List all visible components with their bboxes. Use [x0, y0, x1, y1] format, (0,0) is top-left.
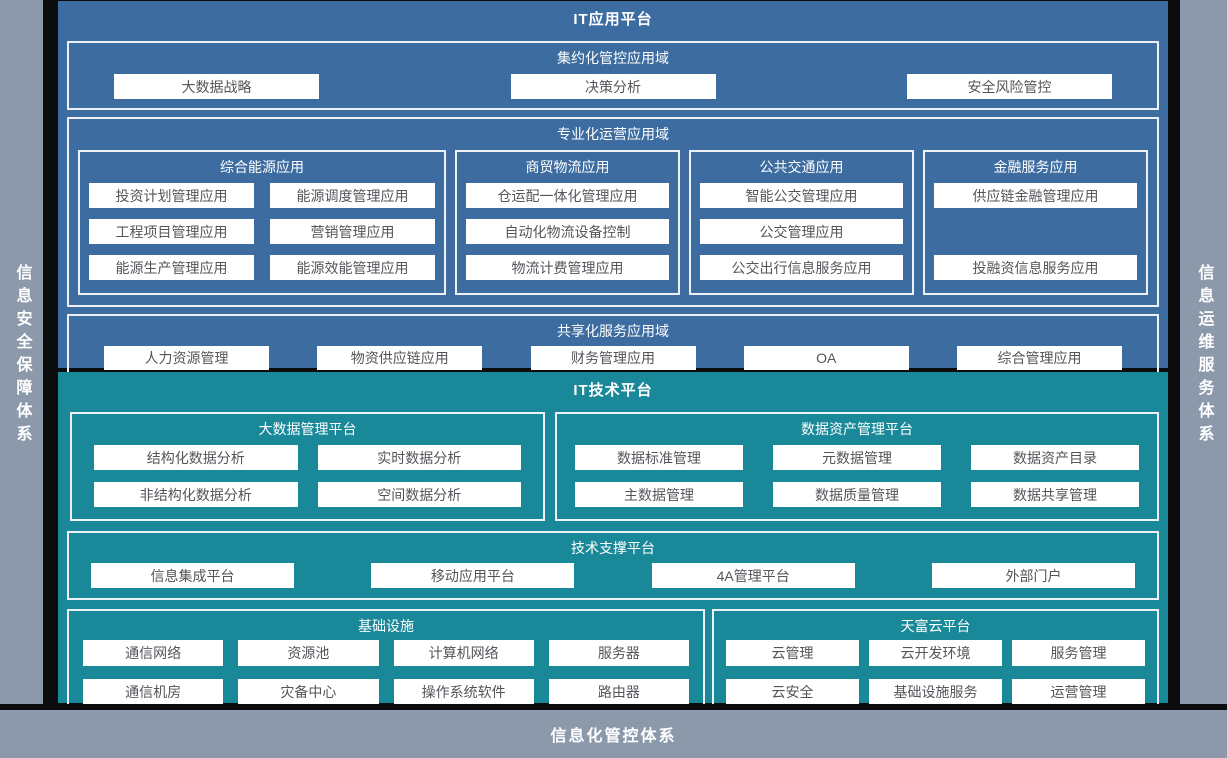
- diagram-node: 公交出行信息服务应用: [700, 255, 903, 280]
- diagram-node: 投资计划管理应用: [89, 183, 254, 208]
- group-public-transport-nodes: 智能公交管理应用 公交管理应用 公交出行信息服务应用: [700, 183, 903, 280]
- diagram-node: 工程项目管理应用: [89, 219, 254, 244]
- diagram-node: 能源调度管理应用: [270, 183, 435, 208]
- group-public-transport: 公共交通应用 智能公交管理应用 公交管理应用 公交出行信息服务应用: [689, 150, 914, 295]
- bigdata-management-platform-title: 大数据管理平台: [258, 421, 357, 437]
- diagram-node: 资源池: [238, 640, 379, 666]
- diagram-node: 人力资源管理: [104, 346, 269, 370]
- diagram-node: 财务管理应用: [530, 346, 696, 370]
- diagram-node: 物资供应链应用: [317, 346, 483, 370]
- diagram-node: 计算机网络: [393, 640, 534, 666]
- diagram-node: 自动化物流设备控制: [466, 219, 669, 244]
- diagram-node: 主数据管理: [575, 482, 743, 507]
- specialized-operation-domain: 专业化运营应用域 综合能源应用 投资计划管理应用 能源调度管理应用 工程项目管理…: [67, 117, 1159, 307]
- diagram-node: OA: [743, 346, 909, 370]
- shared-service-nodes: 人力资源管理 物资供应链应用 财务管理应用 OA 综合管理应用: [69, 345, 1157, 370]
- security-system-rail: 信息安全保障体系: [0, 0, 43, 758]
- diagram-node: 投融资信息服务应用: [934, 255, 1137, 280]
- security-system-label: 信息安全保障体系: [13, 264, 31, 448]
- group-trade-logistics: 商贸物流应用 仓运配一体化管理应用 自动化物流设备控制 物流计费管理应用: [455, 150, 680, 295]
- diagram-node: 信息集成平台: [91, 563, 294, 588]
- diagram-node: 云安全: [726, 679, 859, 705]
- diagram-node: 元数据管理: [773, 445, 941, 470]
- data-asset-management-nodes: 数据标准管理 元数据管理 数据资产目录 主数据管理 数据质量管理 数据共享管理: [575, 445, 1139, 507]
- infrastructure-row: 基础设施 通信网络 资源池 计算机网络 服务器 通信机房 灾备中心 操作系统软件…: [67, 609, 1159, 719]
- technical-support-nodes: 信息集成平台 移动应用平台 4A管理平台 外部门户: [69, 562, 1157, 588]
- it-technology-platform-panel: IT技术平台 大数据管理平台 结构化数据分析 实时数据分析 非结构化数据分析 空…: [58, 372, 1168, 719]
- empty-slot: [934, 219, 1137, 244]
- governance-system-label: 信息化管控体系: [550, 728, 677, 745]
- group-integrated-energy: 综合能源应用 投资计划管理应用 能源调度管理应用 工程项目管理应用 营销管理应用…: [78, 150, 446, 295]
- diagram-node: 服务管理: [1012, 640, 1145, 666]
- tianfu-cloud-platform-title: 天富云平台: [900, 618, 971, 634]
- diagram-node: 智能公交管理应用: [700, 183, 903, 208]
- centralized-control-domain: 集约化管控应用域 大数据战略 决策分析 安全风险管控: [67, 41, 1159, 110]
- shared-service-domain: 共享化服务应用域 人力资源管理 物资供应链应用 财务管理应用 OA 综合管理应用: [67, 314, 1159, 383]
- diagram-node: 仓运配一体化管理应用: [466, 183, 669, 208]
- diagram-node: 数据共享管理: [971, 482, 1139, 507]
- diagram-node: 供应链金融管理应用: [934, 183, 1137, 208]
- diagram-node: 云开发环境: [869, 640, 1002, 666]
- operation-service-label: 信息运维服务体系: [1195, 264, 1213, 448]
- it-application-platform-panel: IT应用平台 集约化管控应用域 大数据战略 决策分析 安全风险管控 专业化运营应…: [58, 1, 1168, 383]
- diagram-node: 结构化数据分析: [94, 445, 298, 470]
- diagram-node: 移动应用平台: [371, 563, 575, 588]
- diagram-node: 路由器: [548, 679, 689, 705]
- group-financial-service: 金融服务应用 供应链金融管理应用 投融资信息服务应用: [923, 150, 1148, 295]
- group-financial-service-nodes: 供应链金融管理应用 投融资信息服务应用: [934, 183, 1137, 280]
- data-asset-management-platform: 数据资产管理平台 数据标准管理 元数据管理 数据资产目录 主数据管理 数据质量管…: [555, 412, 1159, 521]
- diagram-node: 公交管理应用: [700, 219, 903, 244]
- infrastructure-title: 基础设施: [358, 618, 414, 634]
- operation-service-rail: 信息运维服务体系: [1180, 0, 1227, 758]
- diagram-node: 大数据战略: [114, 74, 319, 99]
- diagram-node: 能源生产管理应用: [89, 255, 254, 280]
- diagram-node: 通信机房: [83, 679, 224, 705]
- diagram-node: 运营管理: [1012, 679, 1145, 705]
- diagram-node: 4A管理平台: [651, 563, 855, 588]
- tianfu-cloud-nodes: 云管理 云开发环境 服务管理 云安全 基础设施服务 运营管理: [726, 640, 1145, 705]
- diagram-node: 实时数据分析: [317, 445, 521, 470]
- data-platforms-row: 大数据管理平台 结构化数据分析 实时数据分析 非结构化数据分析 空间数据分析 数…: [70, 412, 1159, 521]
- technical-support-platform: 技术支撑平台 信息集成平台 移动应用平台 4A管理平台 外部门户: [67, 531, 1159, 600]
- diagram-node: 物流计费管理应用: [466, 255, 669, 280]
- diagram-node: 非结构化数据分析: [94, 482, 298, 507]
- diagram-node: 云管理: [726, 640, 859, 666]
- diagram-node: 决策分析: [510, 74, 716, 99]
- group-public-transport-title: 公共交通应用: [759, 159, 844, 175]
- infrastructure-box: 基础设施 通信网络 资源池 计算机网络 服务器 通信机房 灾备中心 操作系统软件…: [67, 609, 705, 719]
- tianfu-cloud-platform: 天富云平台 云管理 云开发环境 服务管理 云安全 基础设施服务 运营管理: [712, 609, 1159, 719]
- group-trade-logistics-title: 商贸物流应用: [525, 159, 610, 175]
- diagram-node: 综合管理应用: [957, 346, 1122, 370]
- shared-service-domain-title: 共享化服务应用域: [557, 323, 669, 339]
- diagram-node: 能源效能管理应用: [270, 255, 435, 280]
- data-asset-management-platform-title: 数据资产管理平台: [801, 421, 913, 437]
- group-trade-logistics-nodes: 仓运配一体化管理应用 自动化物流设备控制 物流计费管理应用: [466, 183, 669, 280]
- diagram-node: 营销管理应用: [270, 219, 435, 244]
- bigdata-management-nodes: 结构化数据分析 实时数据分析 非结构化数据分析 空间数据分析: [94, 445, 521, 507]
- governance-system-bar: 信息化管控体系: [0, 704, 1227, 758]
- diagram-node: 数据标准管理: [575, 445, 743, 470]
- diagram-node: 服务器: [548, 640, 689, 666]
- diagram-node: 外部门户: [931, 563, 1135, 588]
- diagram-node: 空间数据分析: [317, 482, 521, 507]
- centralized-control-nodes: 大数据战略 决策分析 安全风险管控: [69, 72, 1157, 99]
- diagram-node: 基础设施服务: [869, 679, 1002, 705]
- group-integrated-energy-title: 综合能源应用: [220, 159, 304, 175]
- specialized-operation-domain-title: 专业化运营应用域: [557, 126, 669, 142]
- diagram-node: 安全风险管控: [907, 74, 1112, 99]
- group-integrated-energy-nodes: 投资计划管理应用 能源调度管理应用 工程项目管理应用 营销管理应用 能源生产管理…: [89, 183, 435, 280]
- diagram-node: 灾备中心: [238, 679, 379, 705]
- diagram-node: 数据资产目录: [971, 445, 1139, 470]
- it-technology-platform-title: IT技术平台: [573, 382, 653, 399]
- specialized-operation-groups: 综合能源应用 投资计划管理应用 能源调度管理应用 工程项目管理应用 营销管理应用…: [69, 148, 1157, 295]
- diagram-node: 通信网络: [83, 640, 224, 666]
- centralized-control-domain-title: 集约化管控应用域: [557, 50, 669, 66]
- infrastructure-nodes: 通信网络 资源池 计算机网络 服务器 通信机房 灾备中心 操作系统软件 路由器: [83, 640, 689, 705]
- technical-support-platform-title: 技术支撑平台: [571, 540, 655, 556]
- bigdata-management-platform: 大数据管理平台 结构化数据分析 实时数据分析 非结构化数据分析 空间数据分析: [70, 412, 545, 521]
- diagram-node: 数据质量管理: [773, 482, 941, 507]
- it-application-platform-title: IT应用平台: [573, 11, 653, 28]
- group-financial-service-title: 金融服务应用: [993, 159, 1078, 175]
- diagram-node: 操作系统软件: [393, 679, 534, 705]
